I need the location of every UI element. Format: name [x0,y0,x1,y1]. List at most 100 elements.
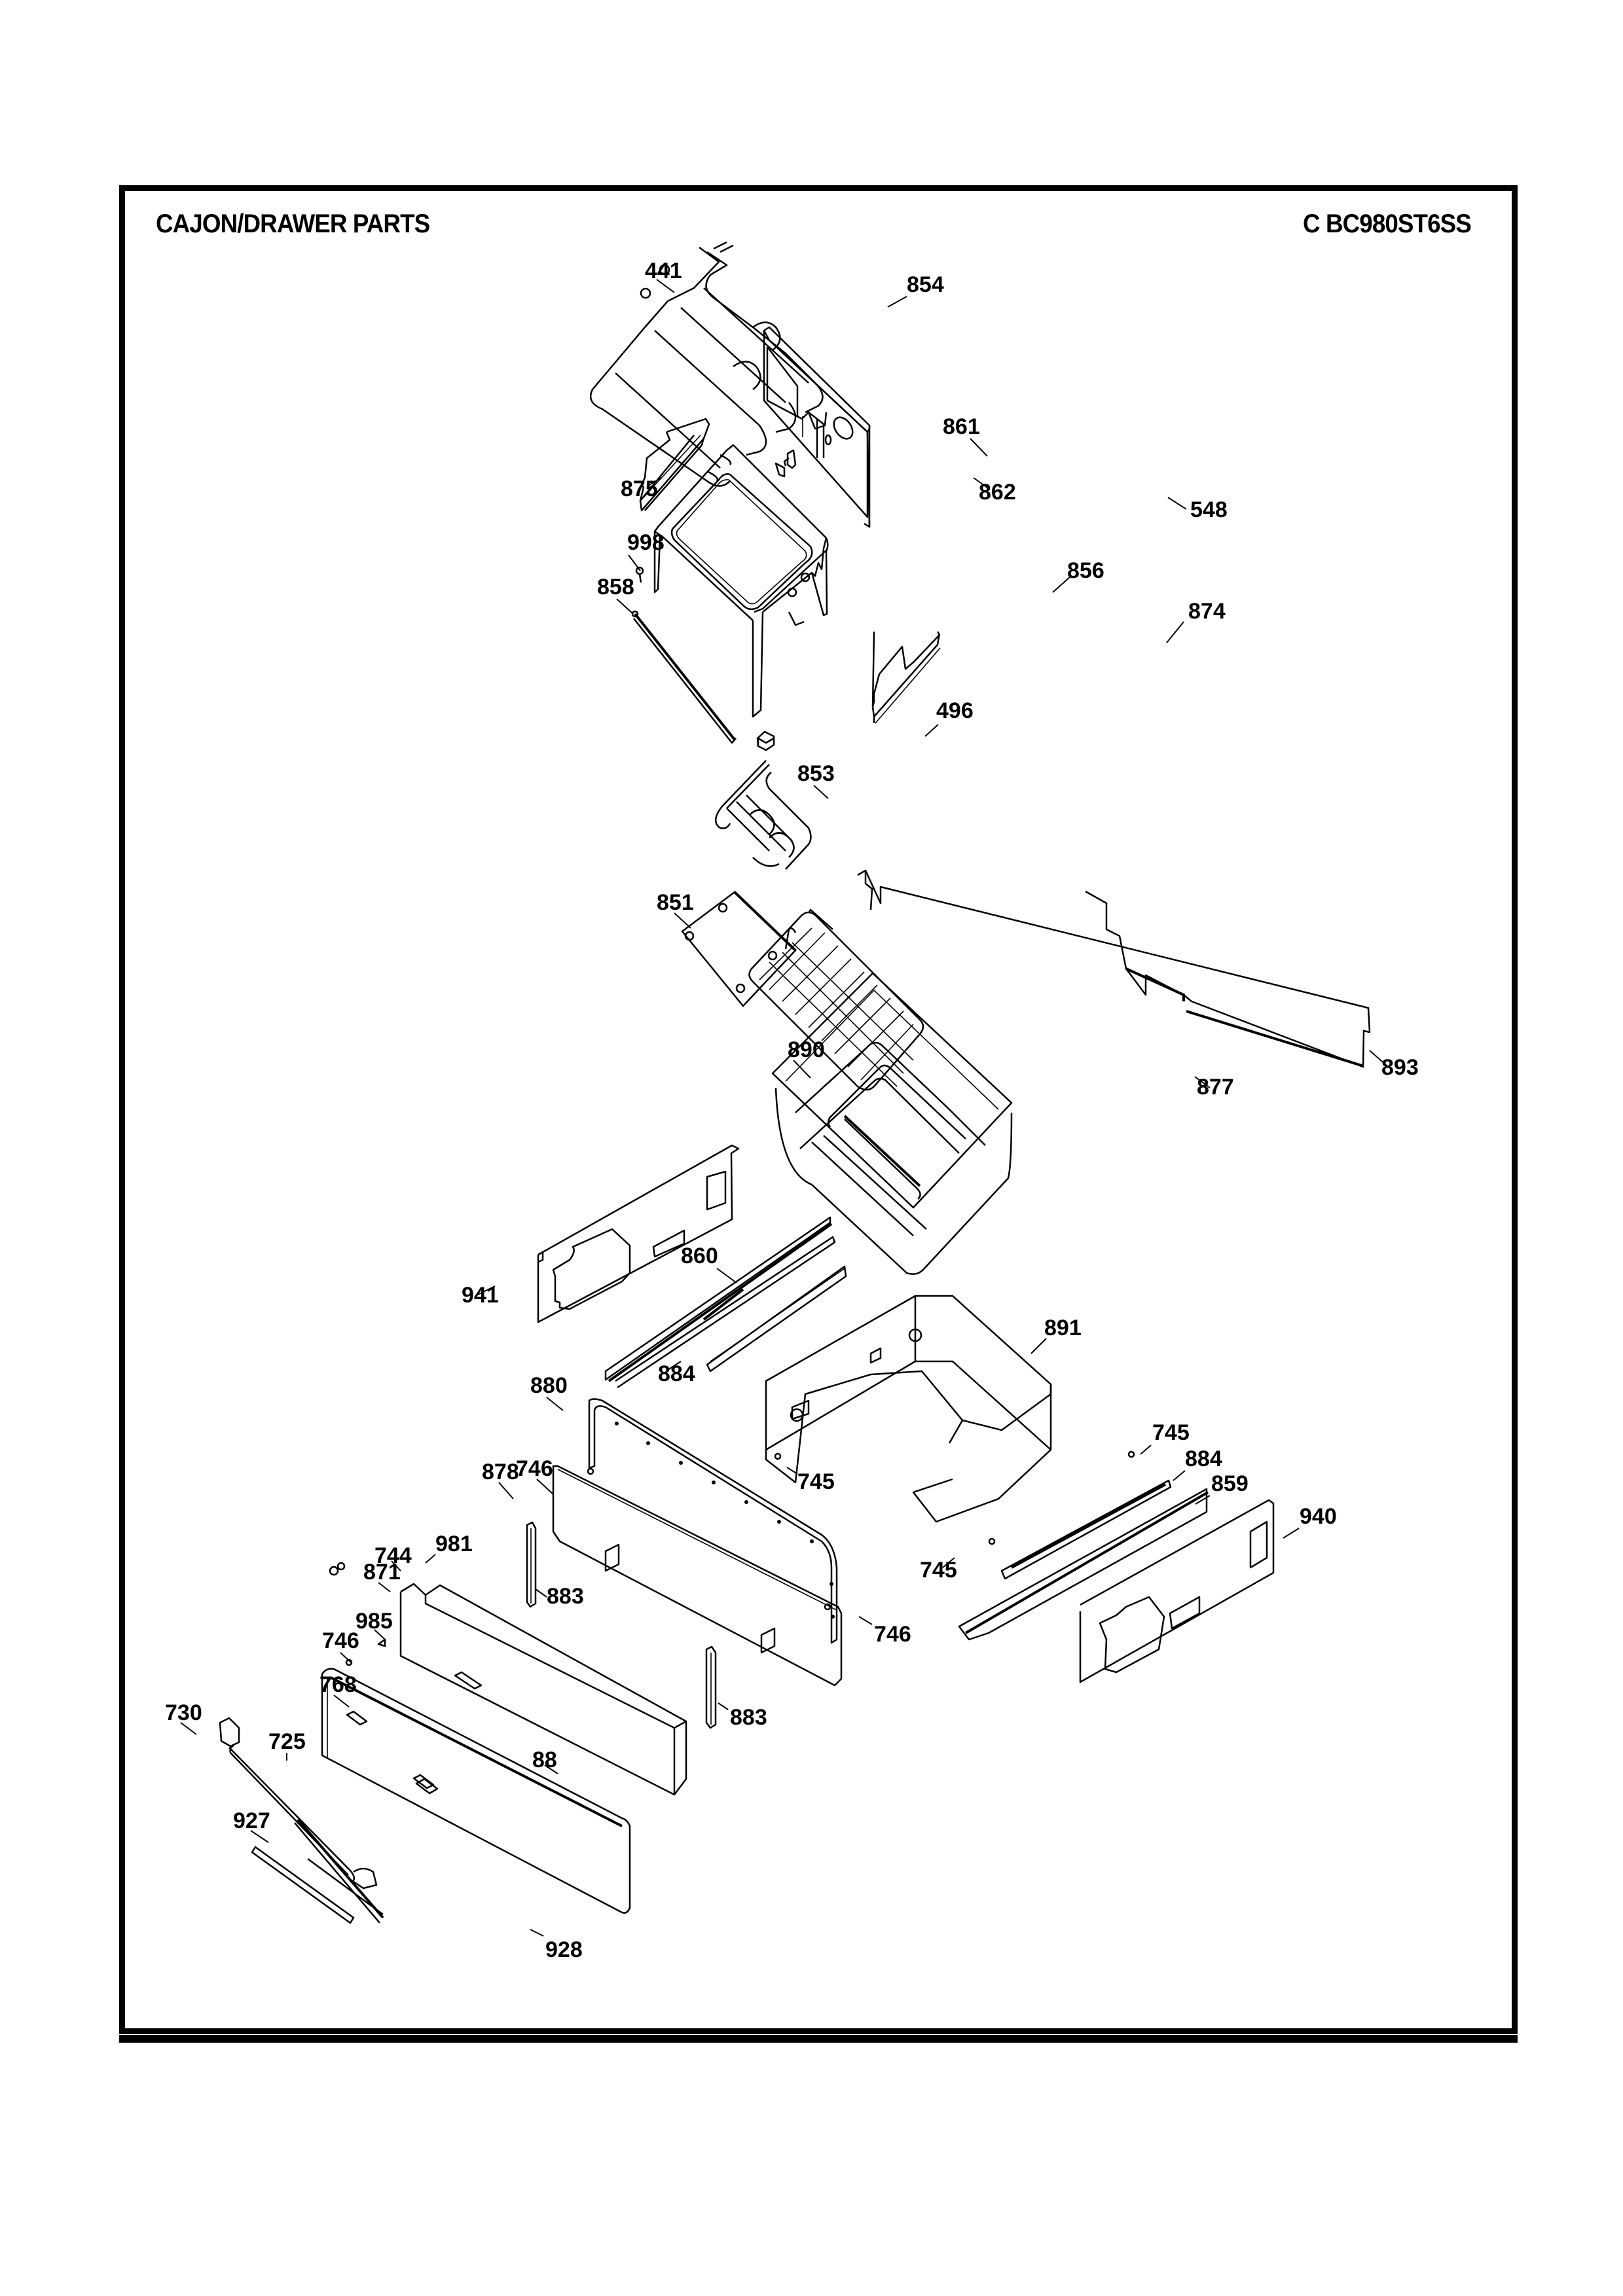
callout-leader-line [1140,1444,1152,1455]
callout-number: 883 [730,1705,767,1730]
callout-number: 548 [1190,497,1228,522]
callout-725: 725 [268,1729,306,1761]
callout-leader-line [942,1557,955,1568]
part-985-spacer[interactable] [377,1638,386,1647]
callout-number: 875 [621,476,658,501]
part-875-left-side-shield[interactable] [639,418,710,512]
callout-leader-line [1167,497,1187,510]
part-730-handle-end-cap[interactable] [219,1717,240,1748]
callout-leader-line [340,1652,352,1663]
callout-883: 883 [718,1702,767,1730]
part-861-switch[interactable] [783,449,797,469]
part-998-screw[interactable] [635,566,644,583]
part-858-front-trim[interactable] [631,610,737,744]
callout-leader-line [647,477,662,486]
callout-leader-line [475,1285,496,1297]
callout-number: 745 [1152,1420,1190,1445]
callout-941: 941 [462,1283,499,1308]
part-941-left-side-panel[interactable] [537,1144,740,1323]
part-874-right-side-shield[interactable] [871,631,941,724]
callout-leader-line [1166,621,1184,643]
callout-leader-line [656,279,675,293]
part-856-cavity-top[interactable] [653,444,829,718]
part-928-bottom-trim-rail[interactable] [294,1818,384,1924]
part-496-terminal-block[interactable] [756,730,775,751]
callout-746: 746 [516,1456,554,1495]
part-981-screw[interactable] [337,1562,346,1571]
callout-number: 746 [874,1622,911,1647]
part-853-bake-element[interactable] [715,760,812,870]
callout-leader-line [250,1830,269,1843]
callout-875: 875 [621,476,662,501]
part-768-outer-door[interactable] [321,1668,631,1914]
fastener-746-left-top[interactable] [587,1467,594,1475]
callout-981: 981 [425,1532,473,1564]
callout-leader-line [378,1582,391,1592]
callout-leader-line [887,296,907,308]
callout-730: 730 [165,1700,202,1735]
callout-leader-line [333,1695,350,1708]
callout-number: 851 [657,890,694,915]
callout-891: 891 [1030,1316,1082,1354]
part-940-right-side-panel[interactable] [1079,1499,1275,1683]
callout-number: 746 [516,1456,553,1481]
part-884b-slide-bracket[interactable] [1000,1479,1172,1580]
part-880-door-gasket[interactable] [588,1398,838,1644]
callout-number: 891 [1044,1316,1082,1340]
callout-number: 859 [1211,1471,1249,1496]
callout-884: 884 [1173,1446,1222,1481]
part-725-handle[interactable] [228,1744,378,1890]
fastener-745-center[interactable] [774,1452,782,1460]
part-548-rear-panel[interactable] [763,326,871,528]
fastener-746-right[interactable] [824,1603,831,1611]
callout-leader-line [674,912,691,929]
part-744-nut[interactable] [329,1566,339,1576]
part-860-left-slide-rail[interactable] [604,1216,836,1389]
callout-leader-line [973,477,991,490]
callout-number: 745 [797,1469,835,1494]
callout-88: 88 [532,1748,558,1774]
part-891-drawer-frame[interactable] [765,1295,1052,1523]
callout-number: 998 [627,530,665,555]
part-883a-door-bracket[interactable] [526,1521,537,1608]
callout-880: 880 [530,1373,568,1411]
callout-leader-line [970,438,988,457]
callout-number: 856 [1067,558,1104,583]
callout-leader-line [374,1629,386,1640]
callout-number: 878 [482,1460,519,1484]
callout-number: 853 [797,761,835,786]
part-884a-slide-bracket[interactable] [706,1265,847,1372]
part-871-door-insulation[interactable] [399,1583,687,1796]
fastener-745-lower[interactable] [988,1537,996,1545]
callout-leader-line [530,1929,544,1937]
part-883b-door-bracket[interactable] [705,1645,717,1729]
callout-number: 884 [658,1361,695,1386]
part-927-bottom-trim[interactable] [251,1846,384,1924]
callout-548: 548 [1167,497,1228,522]
callout-998: 998 [627,530,665,571]
part-851-cover-plate[interactable] [681,891,797,1007]
callout-number: 860 [681,1244,718,1268]
callout-leader-line [498,1482,514,1499]
callout-746: 746 [858,1616,911,1647]
callout-leader-line [1030,1338,1047,1354]
part-862-bracket[interactable] [775,462,786,478]
callout-745: 745 [920,1557,957,1583]
part-890-drawer-pan[interactable] [771,972,1013,1275]
callout-leader-line [180,1722,197,1735]
part-893-back-shield[interactable] [857,869,1371,1068]
callout-858: 858 [597,575,634,615]
callout-number: 893 [1381,1055,1419,1080]
callout-number: 858 [597,575,634,600]
callout-number: 744 [374,1543,412,1568]
callout-leader-line [716,1268,737,1283]
callout-878: 878 [482,1460,519,1499]
fastener-745-right-top[interactable] [1127,1450,1135,1458]
part-88-label-badge[interactable] [415,1778,439,1795]
callout-893: 893 [1369,1050,1419,1080]
part-859-right-slide-rail[interactable] [958,1488,1209,1641]
callout-744: 744 [374,1543,412,1571]
part-854-broil-element[interactable] [589,241,824,487]
part-441-clip[interactable] [640,264,670,299]
part-878-inner-door-panel[interactable] [552,1465,843,1687]
